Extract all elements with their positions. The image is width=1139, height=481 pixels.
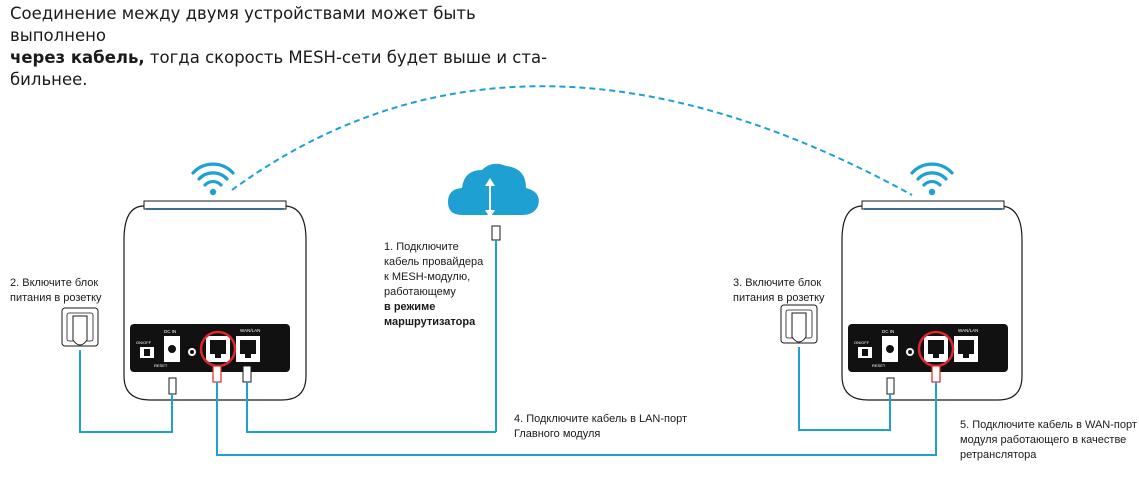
intro-line-2-rest: тогда скорость MESH-сети будет выше и ст… (144, 48, 548, 67)
lan-cable (246, 382, 496, 433)
step-1-bold-1: в режиме (384, 301, 436, 313)
plug-icon (212, 365, 222, 383)
step-3-line-2: питания в розетку (733, 292, 825, 304)
intro-text: Соединение между двумя устройствами може… (10, 3, 570, 91)
port-label: WAN/LAN (240, 328, 260, 333)
dc-in-label: DC IN (882, 329, 894, 334)
plug-icon (242, 365, 252, 383)
cloud-icon (448, 163, 539, 218)
step-2-line-1: 2. Включите блок (10, 277, 99, 289)
step-3-label: 3. Включите блок питания в розетку (733, 276, 825, 306)
plug-icon (168, 377, 177, 395)
ethernet-port-icon (206, 336, 230, 362)
step-4-label: 4. Подключите кабель в LAN-порт Главного… (514, 412, 687, 442)
power-outlet-icon (61, 307, 99, 347)
step-2-label: 2. Включите блок питания в розетку (10, 276, 102, 306)
step-5-line-3: ретранслятора (960, 449, 1037, 461)
plug-icon (886, 377, 895, 395)
ethernet-port-icon (954, 336, 978, 362)
intro-line-3: бильнее. (10, 70, 88, 89)
cables (79, 347, 937, 456)
step-1-line-2: кабель провайдера (384, 256, 484, 268)
step-5-line-2: модуля работающего в качестве (960, 434, 1127, 446)
reset-label: RESET (154, 363, 168, 368)
power-outlet-icon (780, 304, 818, 344)
step-3-line-1: 3. Включите блок (733, 277, 822, 289)
right-power-cable (798, 347, 891, 431)
plug-icon (491, 225, 501, 241)
step-1-bold-2: маршрутизатора (384, 316, 476, 328)
ethernet-port-icon (924, 336, 948, 362)
plug-icon (931, 365, 941, 383)
reset-label: RESET (872, 363, 886, 368)
step-4-line-1: 4. Подключите кабель в LAN-порт (514, 413, 688, 425)
ethernet-port-icon (236, 336, 260, 362)
step-1-line-3: к MESH-модулю, (384, 271, 471, 283)
intro-line-2-bold: через кабель, (10, 48, 145, 67)
main-mesh-module: ON/OFF DC IN RESET WAN/LAN (123, 200, 307, 401)
port-label: WAN/LAN (958, 328, 978, 333)
repeater-mesh-module: ON/OFF DC IN RESET WAN/LAN (841, 200, 1023, 401)
switch-label: ON/OFF (854, 340, 870, 345)
step-1-line-1: 1. Подключите (384, 241, 459, 253)
step-5-label: 5. Подключите кабель в WAN-порт модуля р… (960, 418, 1137, 463)
step-5-line-1: 5. Подключите кабель в WAN-порт (960, 419, 1137, 431)
step-2-line-2: питания в розетку (10, 292, 102, 304)
wifi-icon (191, 162, 235, 196)
wireless-link-arc (231, 85, 913, 196)
left-power-cable (79, 350, 173, 433)
switch-label: ON/OFF (136, 340, 152, 345)
dc-in-label: DC IN (164, 329, 176, 334)
wifi-icon (910, 162, 954, 196)
intro-line-1: Соединение между двумя устройствами може… (10, 4, 476, 45)
step-1-line-4: работающему (384, 286, 456, 298)
step-1-label: 1. Подключите кабель провайдера к MESH-м… (384, 240, 483, 330)
inter-module-cable (216, 382, 937, 456)
step-4-line-2: Главного модуля (514, 428, 601, 440)
